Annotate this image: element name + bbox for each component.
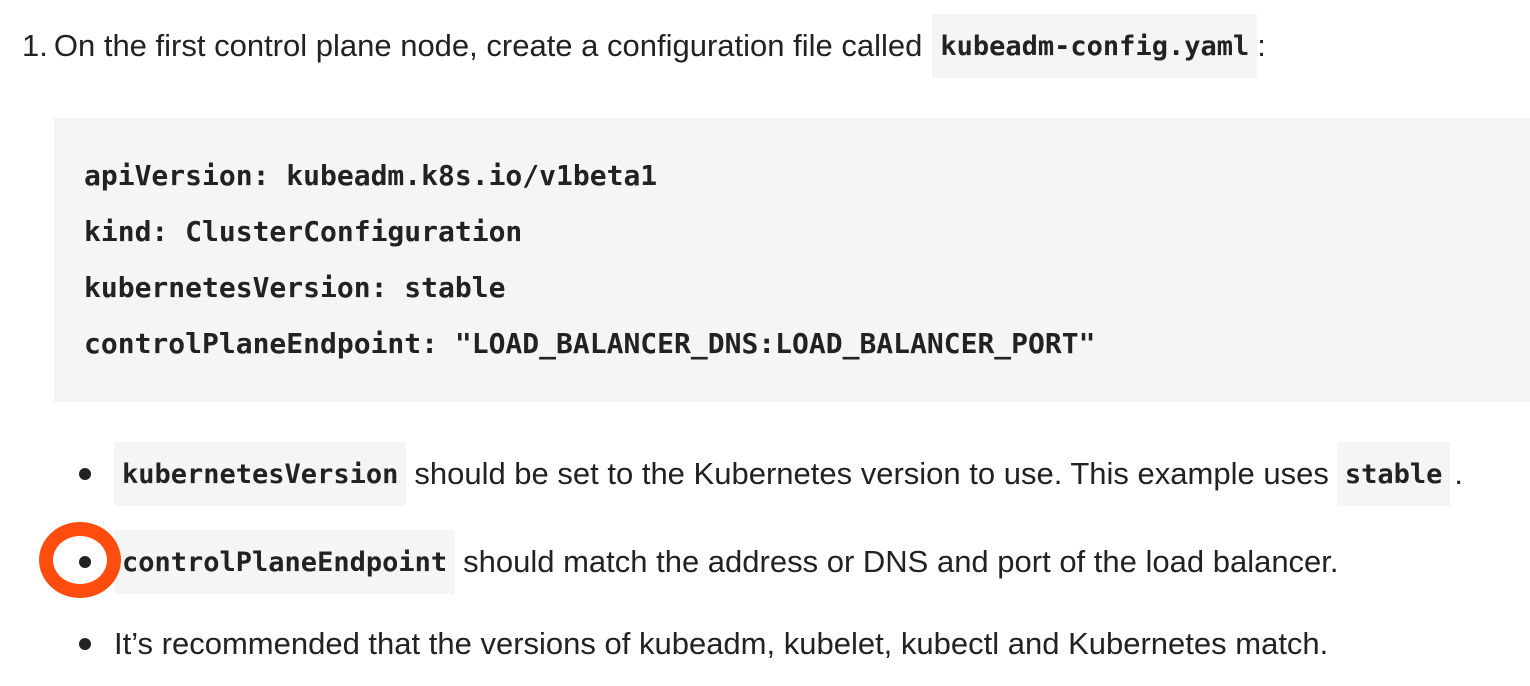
config-filename-code: kubeadm-config.yaml [932,14,1258,78]
annotation-circle-marker [39,522,121,598]
bullet-dot-icon [79,638,91,650]
bullet-text: should match the address or DNS and port… [463,544,1339,579]
code-line-api-version: apiVersion: kubeadm.k8s.io/v1beta1 [84,159,658,192]
bullet-dot-icon [79,468,91,480]
code-line-kind: kind: ClusterConfiguration [84,215,523,248]
yaml-code-block[interactable]: apiVersion: kubeadm.k8s.io/v1beta1 kind:… [54,118,1530,402]
stable-code: stable [1336,442,1451,506]
kubernetes-version-code: kubernetesVersion [114,442,407,506]
step-number: 1. [22,28,48,63]
step-suffix: : [1257,28,1266,63]
bullet-text: It’s recommended that the versions of ku… [114,626,1329,661]
control-plane-endpoint-code: controlPlaneEndpoint [114,530,456,594]
step-1-line: 1. On the first control plane node, crea… [22,14,1266,78]
code-line-kubernetes-version: kubernetesVersion: stable [84,271,506,304]
bullet-text: should be set to the Kubernetes version … [414,456,1329,491]
bullet-suffix: . [1454,456,1463,491]
code-line-control-plane-endpoint: controlPlaneEndpoint: "LOAD_BALANCER_DNS… [84,327,1096,360]
step-text: On the first control plane node, create … [53,28,923,63]
